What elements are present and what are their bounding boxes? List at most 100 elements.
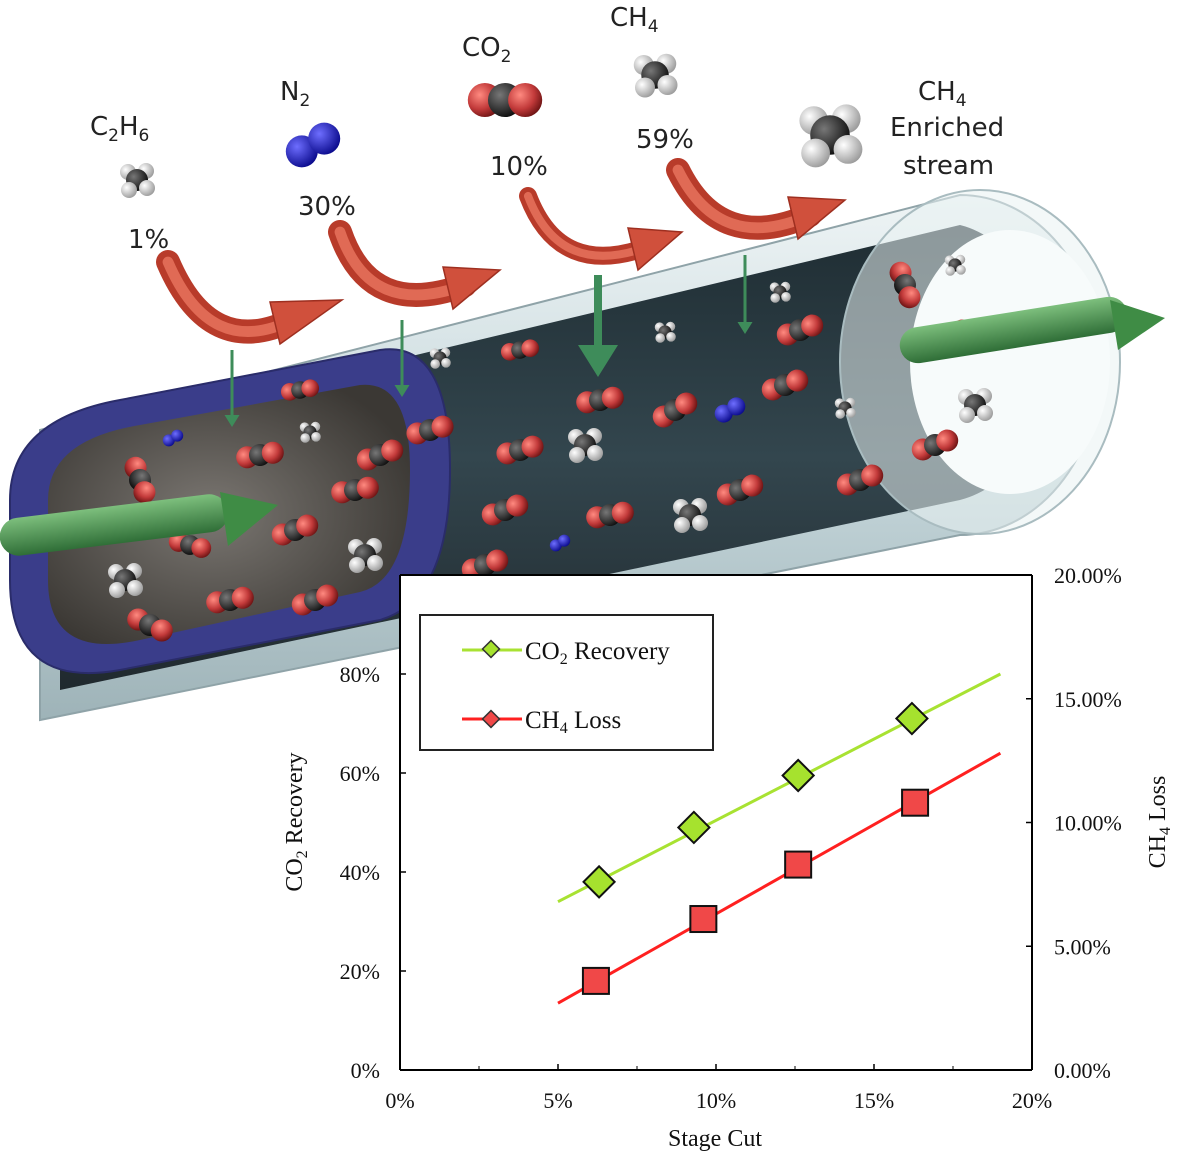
- co2-recovery-point: [781, 758, 816, 793]
- y-left-ticks: 0%20%40%60%80%: [340, 662, 406, 1083]
- co2-molecule: [206, 586, 254, 614]
- gas-labels: C2H6 1% N2 30% CO2 10% CH4 59% CH4 Enric…: [90, 3, 1004, 255]
- n2-molecule: [162, 429, 184, 447]
- co2-molecule: [652, 392, 698, 428]
- y-left-axis-label: CO2 Recovery: [282, 752, 311, 891]
- percent-c2h6: 1%: [128, 225, 169, 255]
- co2-icon: [467, 82, 543, 118]
- n2-icon: [285, 122, 341, 168]
- percent-co2: 10%: [490, 152, 548, 182]
- ch4-molecule: [958, 388, 993, 423]
- permeate-down-arrow: [578, 275, 618, 377]
- legend-label-co2: CO2 Recovery: [525, 638, 670, 668]
- ch4-molecule: [299, 421, 321, 443]
- ch4-molecule: [568, 428, 603, 463]
- percent-ch4: 59%: [636, 125, 694, 155]
- label-n2: N2: [280, 77, 310, 111]
- n2-molecule: [549, 534, 571, 552]
- molecule-group: [108, 254, 993, 642]
- legend-marker-co2: [481, 639, 501, 659]
- y-left-tick-label: 60%: [340, 761, 380, 786]
- permeate-arrow: [666, 158, 847, 241]
- y-right-axis-label: CH4 Loss: [1145, 776, 1174, 869]
- n2-molecule: [714, 397, 746, 423]
- legend-box: [419, 614, 714, 751]
- enriched-line3: stream: [903, 151, 994, 181]
- ch4-molecule: [654, 321, 676, 343]
- co2-molecule: [356, 439, 404, 471]
- x-tick-label: 5%: [543, 1088, 572, 1113]
- series-line-0: [557, 672, 1002, 904]
- label-co2: CO2: [462, 33, 511, 67]
- permeate-arrow: [156, 250, 345, 346]
- gas-icons: [120, 53, 863, 198]
- permeate-arrows: [156, 158, 847, 427]
- co2-molecule: [776, 314, 824, 346]
- chart: 0%5%10%15%20% 0%20%40%60%80% 0.00%5.00%1…: [282, 563, 1174, 1152]
- ch4-loss-point: [689, 905, 718, 934]
- co2-molecule: [889, 261, 921, 309]
- co2-molecule: [836, 464, 884, 496]
- permeate-arrow: [519, 187, 684, 272]
- co2-molecule: [406, 415, 454, 445]
- ch4-molecule: [108, 563, 143, 598]
- enriched-line2: Enriched: [890, 113, 1004, 143]
- tube-outlet-opening: [910, 230, 1110, 494]
- permeate-down-arrow: [394, 320, 410, 397]
- retentate-arrow: [899, 296, 1165, 364]
- co2-recovery-point: [582, 864, 617, 899]
- y-right-tick-label: 10.00%: [1054, 811, 1122, 836]
- y-right-tick-label: 20.00%: [1054, 563, 1122, 588]
- co2-molecule: [236, 441, 284, 469]
- y-right-tick-label: 5.00%: [1054, 934, 1111, 959]
- label-c2h6: C2H6: [90, 112, 149, 146]
- x-tick-label: 0%: [385, 1088, 414, 1113]
- co2-molecule: [716, 474, 764, 506]
- x-axis-label: Stage Cut: [668, 1126, 762, 1152]
- c2h6-icon: [120, 163, 155, 198]
- enriched-line1: CH4: [918, 77, 967, 111]
- permeate-arrow: [328, 220, 502, 311]
- ch4-enriched-icon: [799, 104, 863, 168]
- chart-legend: CO2 Recovery CH4 Loss: [419, 614, 714, 751]
- co2-molecule: [127, 608, 173, 642]
- co2-recovery-point: [894, 701, 929, 736]
- co2-molecule: [271, 514, 319, 546]
- ch4-molecule: [834, 397, 856, 419]
- series-layer: [557, 672, 1002, 1005]
- ch4-molecule: [348, 538, 383, 573]
- ch4-loss-point: [581, 966, 610, 995]
- co2-molecule: [500, 339, 540, 361]
- permeate-down-arrow: [737, 255, 753, 334]
- y-left-tick-label: 20%: [340, 959, 380, 984]
- legend-marker-ch4: [481, 709, 501, 729]
- y-right-tick-label: 0.00%: [1054, 1058, 1111, 1083]
- x-tick-label: 15%: [854, 1088, 894, 1113]
- y-left-tick-label: 0%: [351, 1058, 380, 1083]
- co2-molecule: [586, 501, 634, 529]
- y-left-tick-label: 80%: [340, 662, 380, 687]
- ch4-loss-point: [901, 788, 930, 817]
- co2-molecule: [168, 532, 212, 558]
- co2-recovery-point: [676, 810, 711, 845]
- label-ch4: CH4: [610, 3, 659, 37]
- y-right-ticks: 0.00% 5.00% 10.00% 15.00% 20.00%: [1026, 563, 1122, 1083]
- co2-molecule: [481, 494, 529, 526]
- y-right-tick-label: 15.00%: [1054, 687, 1122, 712]
- x-tick-label: 10%: [696, 1088, 736, 1113]
- feed-arrow: [0, 492, 278, 556]
- ch4-molecule: [429, 347, 451, 369]
- co2-molecule: [331, 476, 379, 504]
- ch4-molecule: [673, 498, 708, 533]
- ch4-molecule: [769, 281, 791, 303]
- x-tick-label: 20%: [1012, 1088, 1052, 1113]
- co2-molecule: [576, 386, 624, 414]
- co2-molecule: [911, 429, 959, 461]
- ch4-icon: [633, 53, 678, 98]
- co2-molecule: [761, 369, 809, 401]
- x-ticks: 0% 5% 10% 15% 20%: [385, 1064, 1052, 1113]
- co2-molecule: [124, 456, 156, 504]
- ch4-molecule: [944, 254, 966, 276]
- ch4-loss-point: [784, 850, 813, 879]
